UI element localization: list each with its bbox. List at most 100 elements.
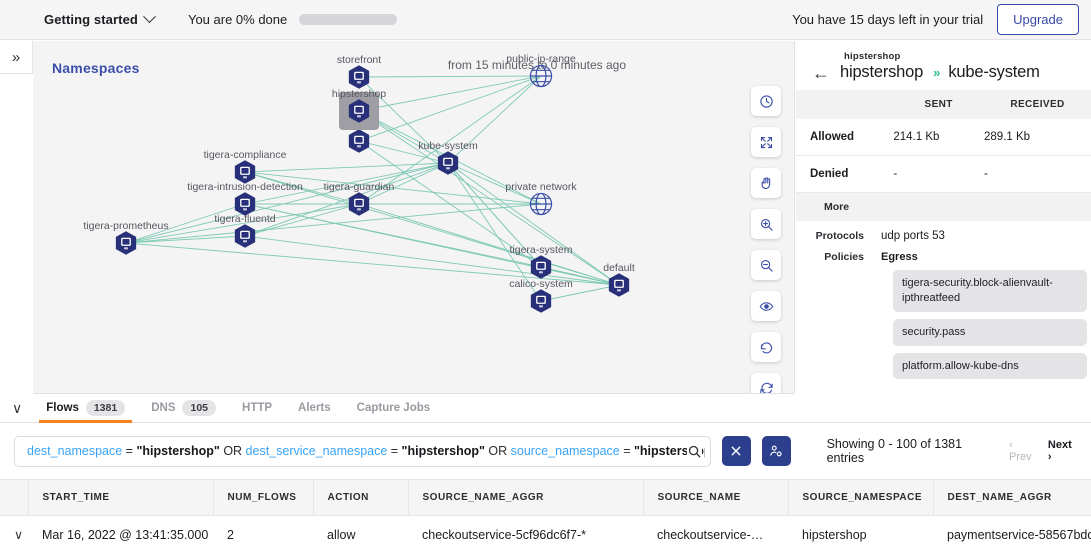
back-arrow-icon[interactable]: ← [812, 62, 830, 83]
graph-node-default[interactable]: default [603, 262, 635, 298]
detail-title-row: ← hipstershop » kube-system [808, 63, 1079, 82]
denied-received-value: - [984, 155, 1091, 193]
policies-label: Policies [824, 251, 864, 263]
getting-started-menu[interactable]: Getting started [44, 10, 156, 27]
column-header-source_namespace[interactable]: SOURCE_NAMESPACE [788, 479, 934, 516]
tab-http[interactable]: HTTP [229, 394, 285, 423]
flow-direction-icon: » [933, 65, 940, 80]
more-section-header[interactable]: More [796, 193, 1091, 221]
graph-node-label: tigera-compliance [203, 149, 287, 161]
graph-edge [244, 162, 449, 173]
graph-tool-fit-to-screen[interactable] [751, 127, 781, 157]
namespace-node-icon [530, 289, 552, 313]
graph-node-storefront[interactable]: storefront [337, 54, 381, 90]
traffic-summary-table: SENT RECEIVED Allowed 214.1 Kb 289.1 Kb … [796, 90, 1091, 193]
graph-node-tigera-compliance[interactable]: tigera-compliance [204, 149, 286, 185]
graph-edge [244, 235, 620, 286]
column-header-dest_name_aggr[interactable]: DEST_NAME_AGGR [933, 479, 1091, 516]
close-icon [731, 446, 741, 456]
namespace-node-icon [608, 273, 630, 297]
graph-edge [358, 75, 542, 205]
query-token: "hipstershop" [401, 444, 485, 458]
hand-icon [761, 176, 770, 189]
graph-node-private-network[interactable]: private network [505, 181, 577, 217]
graph-node-tigera-prometheus[interactable]: tigera-prometheus [83, 220, 169, 256]
row-expand-icon[interactable]: ∨ [0, 515, 28, 551]
graph-node-tigera-guardian[interactable]: tigera-guardian [324, 181, 394, 217]
column-header-start_time[interactable]: START_TIME [28, 479, 214, 516]
pagination: ‹ Prev Next › [1009, 439, 1077, 463]
graph-node-tigera-system[interactable]: tigera-system [509, 244, 573, 280]
graph-tool-zoom-out[interactable] [751, 250, 781, 280]
search-icon[interactable] [687, 443, 702, 459]
next-page-button[interactable]: Next › [1047, 439, 1072, 463]
graph-edge [447, 162, 542, 268]
prev-page-button[interactable]: ‹ Prev [1008, 439, 1032, 463]
service-graph-panel[interactable]: Namespaces from 15 minutes to 0 minutes … [33, 41, 795, 394]
panel-collapse-icon[interactable]: ∨ [12, 400, 23, 416]
column-header-num_flows[interactable]: NUM_FLOWS [213, 479, 314, 516]
protocols-value: udp ports 53 [881, 230, 945, 242]
cell-source-namespace: hipstershop [788, 515, 933, 551]
namespace-node-icon [234, 224, 256, 248]
column-header-action[interactable]: ACTION [313, 479, 409, 516]
graph-tool-zoom-in[interactable] [751, 209, 781, 239]
query-token: = [387, 444, 402, 458]
namespace-node-icon [348, 192, 370, 216]
graph-node-hipstershop[interactable]: hipstershop [332, 88, 386, 124]
graph-node-tigera-fluentd[interactable]: tigera-fluentd [214, 213, 276, 249]
upgrade-button[interactable]: Upgrade [997, 4, 1079, 35]
graph-tool-pan[interactable] [751, 168, 781, 198]
graph-edge [540, 284, 620, 302]
query-token: source_namespace [510, 444, 620, 458]
policy-chip[interactable]: tigera-security.block-alienvault-ipthrea… [893, 270, 1087, 312]
graph-tool-undo[interactable] [751, 332, 781, 362]
policy-chip[interactable]: platform.allow-kube-dns [893, 352, 1087, 380]
sidebar-expand-toggle[interactable]: » [0, 41, 33, 74]
namespace-node-icon [437, 151, 459, 175]
cell-dest-name-aggr: paymentservice-58567bdd [933, 515, 1091, 551]
tab-alerts[interactable]: Alerts [285, 394, 344, 423]
graph-edge [244, 162, 449, 237]
search-input[interactable]: dest_namespace = "hipstershop" OR dest_s… [14, 435, 711, 467]
refresh-icon [759, 382, 773, 393]
graph-node-calico-system[interactable]: calico-system [509, 278, 573, 314]
graph-title: Namespaces [52, 60, 140, 76]
cell-action: allow [313, 515, 408, 551]
cell-start-time: Mar 16, 2022 @ 13:41:35.000 [28, 515, 213, 551]
policy-chip[interactable]: security.pass [893, 318, 1087, 346]
graph-edge [125, 242, 620, 286]
namespace-node-icon [348, 129, 370, 153]
cell-num-flows: 2 [213, 515, 313, 551]
graph-tool-refresh[interactable] [751, 373, 781, 393]
graph-edge [358, 75, 542, 78]
graph-node-tigera-intrusion-detection[interactable]: tigera-intrusion-detection [187, 181, 303, 217]
getting-started-label: Getting started [44, 12, 138, 27]
tab-capture-jobs[interactable]: Capture Jobs [344, 394, 444, 423]
column-header-source_name_aggr[interactable]: SOURCE_NAME_AGGR [408, 479, 644, 516]
clear-search-button[interactable] [722, 436, 751, 466]
zoom-in-icon [760, 218, 773, 231]
graph-edge [447, 75, 542, 164]
graph-edge [125, 235, 246, 244]
policies-row: Policies Egress [796, 242, 1091, 263]
graph-tool-visibility[interactable] [751, 291, 781, 321]
egress-label: Egress [881, 251, 918, 263]
graph-node-acme[interactable]: acme [346, 118, 372, 154]
graph-edge [358, 75, 542, 112]
column-header-source_name[interactable]: SOURCE_NAME [643, 479, 789, 516]
col-blank [796, 90, 894, 119]
user-settings-button[interactable] [761, 436, 791, 466]
graph-node-kube-system[interactable]: kube-system [418, 140, 478, 176]
graph-node-public-ip-range[interactable]: public-ip-range [506, 53, 576, 89]
graph-node-label: tigera-system [509, 244, 573, 256]
namespace-node-icon [234, 160, 256, 184]
denied-sent-value: - [893, 155, 985, 193]
col-sent: SENT [893, 90, 985, 119]
graph-tool-time-range[interactable] [751, 86, 781, 116]
